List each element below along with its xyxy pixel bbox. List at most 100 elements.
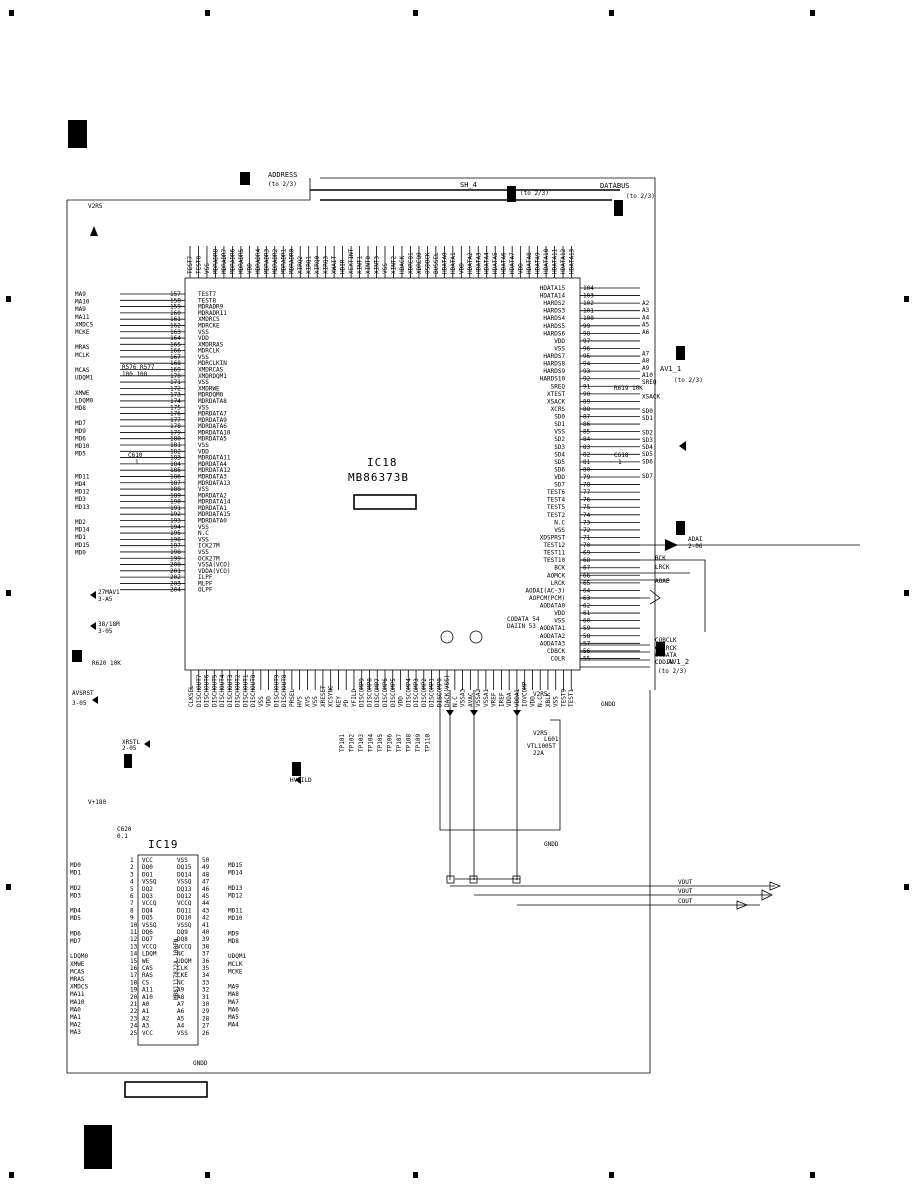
right-signal-label: LRCK bbox=[655, 564, 670, 571]
ic18-top-pin-name: XEXTINT bbox=[348, 248, 355, 274]
ic18-right-pin-number: 94 bbox=[583, 361, 591, 368]
ic18-top-pin-name: VSS bbox=[204, 263, 211, 274]
av1-2-ref: (to 2/3) bbox=[658, 668, 687, 675]
ic18-right-pin-number: 88 bbox=[583, 406, 591, 413]
ic18-top-pin-name: XDREQ1 bbox=[407, 252, 414, 274]
ic19-right-pin-name: NC bbox=[177, 951, 185, 958]
ic18-right-pin-number: 74 bbox=[583, 512, 591, 519]
gndd2-label: GNDD bbox=[544, 841, 559, 848]
ic18-left-pin-number: 166 bbox=[170, 348, 181, 355]
ic18-top-pin-name: MDRADR5 bbox=[238, 248, 245, 274]
ic18-left-pin-number: 170 bbox=[170, 373, 181, 380]
vtl-value: 22A bbox=[533, 750, 544, 757]
ic18-left-pin-name: VSS bbox=[198, 379, 209, 386]
ic18-right-pin-name: HARDS3 bbox=[543, 308, 565, 315]
ic18-right-pin-number: 93 bbox=[583, 368, 591, 375]
ic18-top-pin-name: HDATA12 bbox=[560, 248, 567, 274]
ic19-left-pin-number: 5 bbox=[130, 886, 134, 893]
ic19-right-pin-name: VCCQ bbox=[177, 900, 192, 907]
ic19-right-pin-number: 48 bbox=[202, 871, 210, 878]
ic19-left-pin-name: A2 bbox=[142, 1015, 150, 1022]
ic18-left-pin-name: VSS bbox=[198, 329, 209, 336]
xrstl-label: XRSTL bbox=[122, 739, 140, 746]
ic18-left-pin-name: XMDRCAS bbox=[198, 367, 224, 374]
ic18-bottom-pin-name: DISCHOUT5 bbox=[211, 674, 218, 707]
ic18-right-pin-number: 66 bbox=[583, 572, 591, 579]
ic18-right-pin-number: 79 bbox=[583, 474, 591, 481]
test-point-label: TP107 bbox=[396, 734, 403, 752]
right-net-label: A7 bbox=[642, 350, 650, 357]
adai-label: ADAI bbox=[688, 536, 703, 543]
ic18-right-pin-name: VSS bbox=[554, 429, 565, 436]
ic18-right-pin-name: SREQ bbox=[551, 383, 566, 390]
ic18-left-pin-name: MDRDATA11 bbox=[198, 455, 231, 462]
ic18-left-pin-name: MDRCKE bbox=[198, 322, 220, 329]
ic18-left-pin-number: 183 bbox=[170, 455, 181, 462]
ic18-left-pin-number: 181 bbox=[170, 442, 181, 449]
ic18-right-pin-number: 62 bbox=[583, 603, 591, 610]
ic18-left-pin-name: ILPF bbox=[198, 574, 213, 581]
ic18-left-pin-number: 186 bbox=[170, 473, 181, 480]
ic19-left-pin-name: VCC bbox=[142, 1030, 153, 1037]
s27mav1-ref: 3-A5 bbox=[98, 596, 113, 603]
codata-label: CODATA 54 bbox=[507, 616, 540, 623]
ic19-right-pin-name: DQ14 bbox=[177, 871, 192, 878]
ic19-left-net: MRAS bbox=[70, 976, 85, 983]
ic18-bottom-pin-name: YFILD bbox=[351, 689, 358, 707]
ic19-left-pin-name: A3 bbox=[142, 1023, 150, 1030]
ic18-right-pin-number: 87 bbox=[583, 414, 591, 421]
ic19-right-pin-name: A9 bbox=[177, 987, 185, 994]
r620-label: R620 10K bbox=[92, 660, 121, 667]
ic19-right-pin-number: 39 bbox=[202, 936, 210, 943]
ic19-left-net: MD0 bbox=[70, 862, 81, 869]
ic18-top-pin-name: XDREQ0 bbox=[416, 252, 423, 274]
test-point-label: TP102 bbox=[349, 734, 356, 752]
right-signal-label: COBCLK bbox=[655, 637, 677, 644]
ic18-right-pin-name: SD3 bbox=[554, 444, 565, 451]
right-net-label: A8 bbox=[642, 358, 650, 365]
ic18-right-pin-name: TEST11 bbox=[543, 550, 565, 557]
right-net-label: A9 bbox=[642, 365, 650, 372]
c610-label: C610 bbox=[128, 452, 143, 459]
ic18-right-pin-number: 96 bbox=[583, 345, 591, 352]
ic18-left-pin-name: VSS bbox=[198, 486, 209, 493]
left-net-label: MCAS bbox=[75, 367, 90, 374]
ic18-left-pin-number: 169 bbox=[170, 367, 181, 374]
ic18-label-box bbox=[353, 494, 417, 510]
ic18-right-pin-name: AODATA3 bbox=[540, 640, 566, 647]
ic18-right-pin-name: VDD bbox=[554, 610, 565, 617]
ic19-left-pin-number: 9 bbox=[130, 915, 134, 922]
ic19-right-net: MCKE bbox=[228, 968, 243, 975]
ic19-right-net: MD9 bbox=[228, 930, 239, 937]
ic18-right-pin-number: 89 bbox=[583, 398, 591, 405]
left-net-label: LDQM0 bbox=[75, 397, 93, 404]
ic18-top-pin-name: HDATA9 bbox=[535, 252, 542, 274]
right-signal-label: CODATA bbox=[655, 652, 677, 659]
ic18-bottom-pin-name: VDD bbox=[529, 696, 536, 707]
ic18-bottom-pin-name: DISCOMP3 bbox=[413, 678, 420, 707]
ic19-left-pin-number: 13 bbox=[130, 943, 138, 950]
ic19-right-net: MA5 bbox=[228, 1014, 239, 1021]
ic18-top-pin-name: MDRADR1 bbox=[280, 248, 287, 274]
ic18-top-pin-name: XINT3 bbox=[374, 256, 381, 274]
daiin-label: DAIIN 53 bbox=[507, 623, 536, 630]
ic18-right-pin-number: 90 bbox=[583, 391, 591, 398]
ic18-right-pin-number: 55 bbox=[583, 655, 591, 662]
ic19-right-pin-number: 36 bbox=[202, 958, 210, 965]
ic19-left-pin-number: 2 bbox=[130, 864, 134, 871]
right-signal-label: AOAE bbox=[655, 578, 670, 585]
ic18-bottom-pin-name: HVS bbox=[297, 696, 304, 707]
ic18-bottom-pin-name: IOVCOMP bbox=[522, 681, 529, 707]
ic18-left-pin-name: VSSA(VCO) bbox=[198, 562, 231, 569]
ic18-right-pin-number: 75 bbox=[583, 504, 591, 511]
test-point-label: TP105 bbox=[377, 734, 384, 752]
ic18-top-pin-name: HDATA3 bbox=[475, 252, 482, 274]
ic18-right-pin-name: VDD bbox=[554, 338, 565, 345]
ic19-right-pin-number: 26 bbox=[202, 1030, 210, 1037]
right-signal-label: COLRCK bbox=[655, 645, 677, 652]
ic19-right-pin-name: VSSQ bbox=[177, 922, 192, 929]
ic19-left-net: MD7 bbox=[70, 938, 81, 945]
left-net-label: MD1 bbox=[75, 534, 86, 541]
ic18-bottom-pin-name: VREF bbox=[491, 692, 498, 707]
ic19-right-pin-name: DQ15 bbox=[177, 864, 192, 871]
